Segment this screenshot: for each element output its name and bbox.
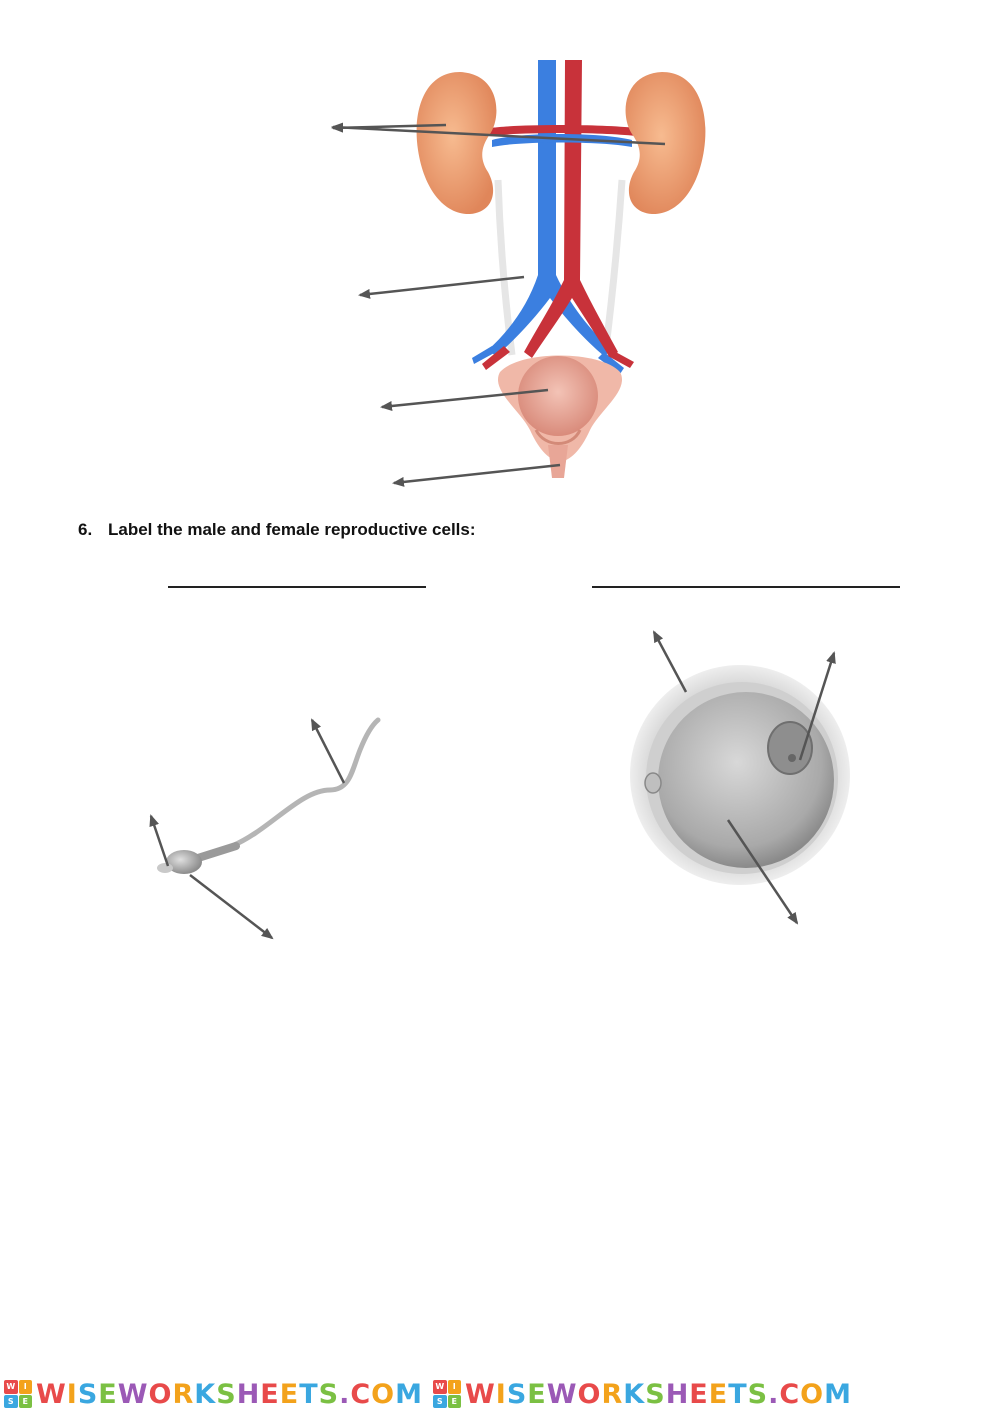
- sperm-head: [166, 850, 202, 874]
- iliac-right-blue: [598, 352, 624, 374]
- egg-nucleolus: [788, 754, 796, 762]
- iliac-left-blue: [472, 346, 496, 364]
- renal-artery: [490, 125, 636, 136]
- urinary-system-diagram: [331, 60, 706, 487]
- vena-cava: [488, 60, 612, 356]
- arrow-bladder: [380, 388, 549, 411]
- arrow-sperm-head-down: [189, 874, 274, 940]
- watermark-badge-icon: W I S E: [4, 1380, 32, 1408]
- aorta: [524, 60, 618, 358]
- watermark-2: W I S E WISEWORKSHEETS.COM: [433, 1379, 852, 1410]
- arrow-ureter: [358, 275, 525, 299]
- watermark-text: WISEWORKSHEETS.COM: [36, 1378, 423, 1410]
- iliac-right-red: [608, 350, 634, 368]
- arrow-egg-membrane: [652, 630, 688, 693]
- arrow-sperm-tail: [310, 718, 346, 784]
- bladder: [518, 356, 598, 436]
- question-6: 6. Label the male and female reproductive…: [78, 520, 476, 540]
- watermark-1: W I S E WISEWORKSHEETS.COM: [4, 1379, 423, 1410]
- watermark-footer: W I S E WISEWORKSHEETS.COM W I S E WISEW…: [0, 1375, 1000, 1413]
- arrow-egg-cytoplasm: [726, 819, 799, 925]
- arrow-egg-nucleus: [798, 651, 836, 761]
- urethra: [548, 445, 568, 478]
- arrow-kidney-right: [331, 122, 666, 146]
- reproductive-cells-diagram: [149, 630, 850, 940]
- answer-blank-female-cell[interactable]: [592, 586, 900, 588]
- sperm-cell: [157, 717, 381, 874]
- sperm-midpiece: [194, 842, 240, 862]
- watermark-text: WISEWORKSHEETS.COM: [465, 1378, 852, 1410]
- right-kidney: [625, 72, 706, 215]
- answer-blank-male-cell[interactable]: [168, 586, 426, 588]
- arrow-sperm-head-up: [149, 814, 170, 867]
- egg-polar-body: [644, 772, 662, 794]
- arrow-urethra: [392, 463, 561, 487]
- bladder-neck: [534, 429, 582, 445]
- egg-cell: [630, 665, 850, 885]
- sperm-tip: [157, 863, 173, 873]
- question-text: Label the male and female reproductive c…: [108, 520, 476, 539]
- egg-cytoplasm: [658, 692, 834, 868]
- sperm-tail: [229, 717, 381, 849]
- egg-nucleus: [767, 721, 813, 775]
- iliac-left-red: [482, 346, 510, 370]
- question-number: 6.: [78, 520, 93, 539]
- left-kidney: [416, 72, 497, 215]
- watermark-badge-icon: W I S E: [433, 1380, 461, 1408]
